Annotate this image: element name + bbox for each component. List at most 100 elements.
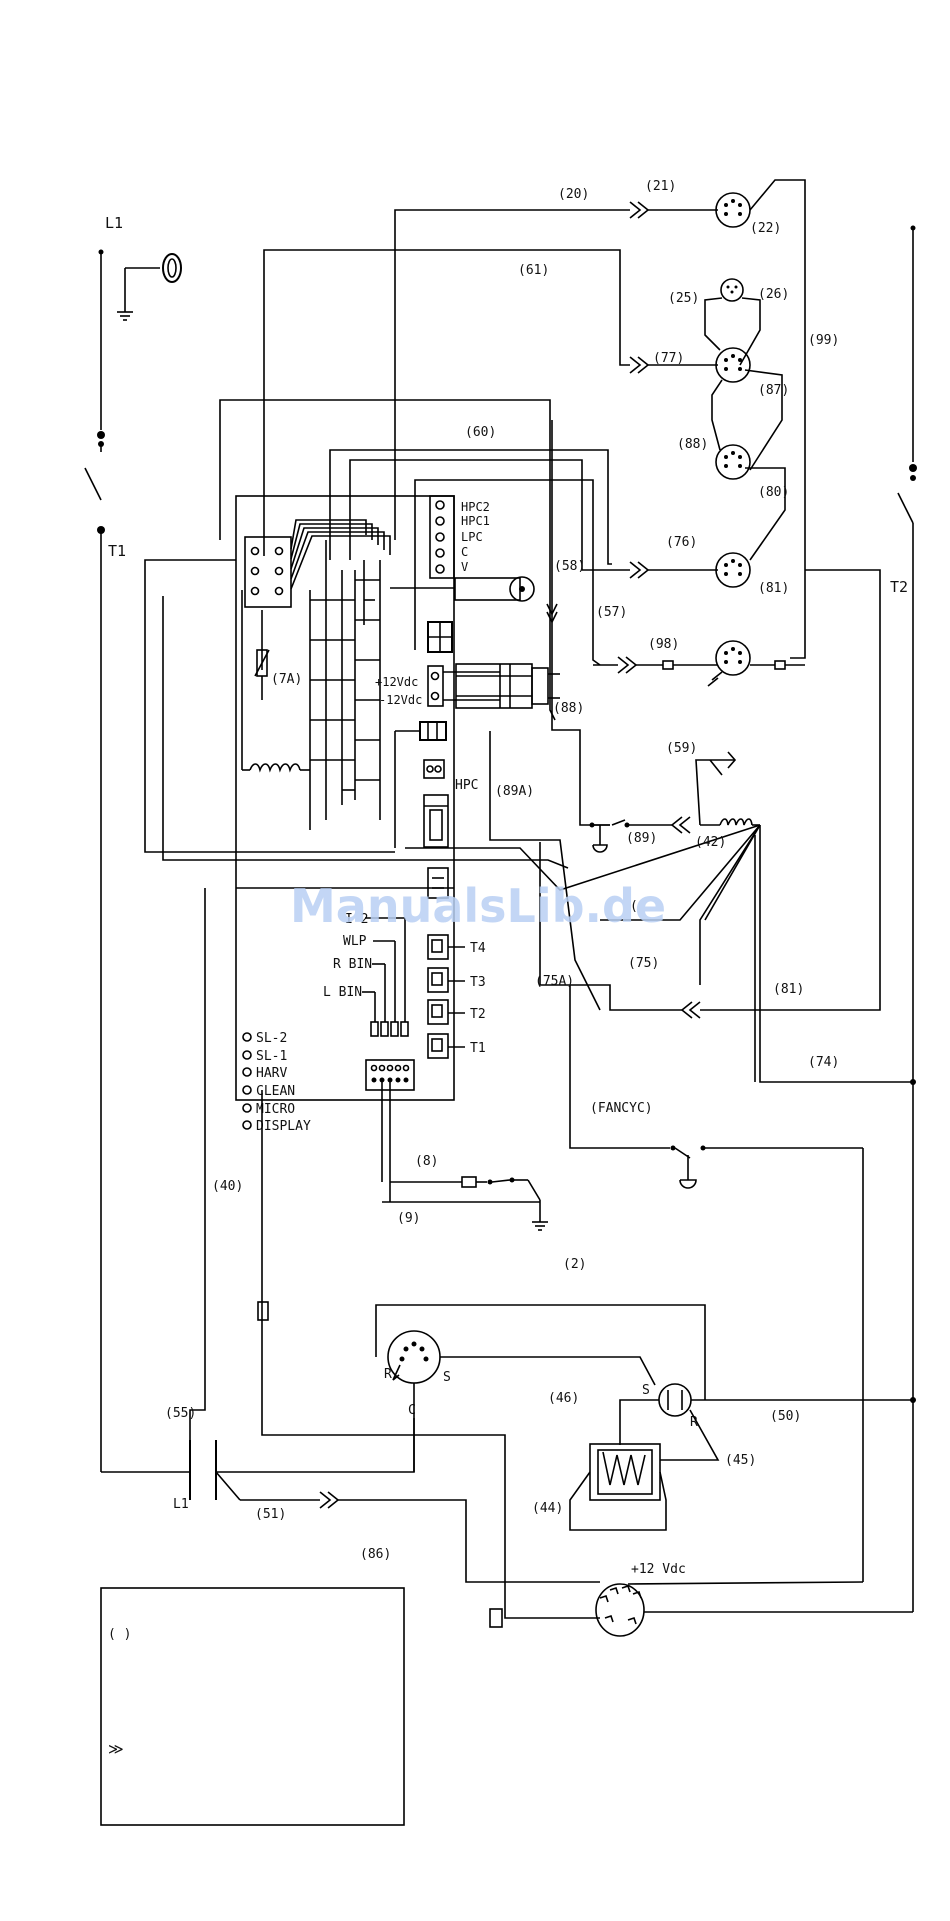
- wire-57-label: (57): [596, 605, 627, 620]
- thermistor-t3: T3: [470, 975, 486, 990]
- contactor-l1: L1: [173, 1440, 600, 1583]
- sensor-r-bin: R BIN: [333, 957, 372, 972]
- compressor-s: S: [443, 1370, 451, 1385]
- relay-s: S: [642, 1383, 650, 1398]
- wire-21-label: (21): [645, 179, 676, 194]
- wire-87-label: (87): [758, 383, 789, 398]
- start-relay: S R: [619, 1383, 913, 1461]
- sensor-wlp: WLP: [343, 934, 367, 949]
- wire-59-label: (59): [666, 741, 697, 756]
- wire-61-label: (61): [518, 263, 549, 278]
- supply-line-l1: [84, 249, 190, 1473]
- wire-partial-label: (: [630, 899, 638, 914]
- wire-8-9-ground: (8) (9): [382, 1154, 548, 1231]
- compressor-c: C: [408, 1403, 416, 1418]
- thermistor-t2: T2: [470, 1007, 486, 1022]
- wire-77-label: (77): [653, 351, 684, 366]
- relay-bank: [244, 519, 391, 830]
- hpc-connector: HPC: [423, 759, 478, 848]
- display-window: [427, 621, 453, 653]
- wire-60-label: (60): [465, 425, 496, 440]
- solenoid-81: [715, 552, 751, 588]
- wire-51-label: (51): [255, 1507, 286, 1522]
- thermistor-connectors: T4 T3 T2 T1: [427, 867, 486, 1059]
- legend-box: ( ) ≫: [100, 1587, 405, 1826]
- voltage-minus-label: -12Vdc: [379, 693, 422, 707]
- contactor-l1-label: L1: [173, 1497, 189, 1512]
- terminal-c: C: [461, 545, 468, 559]
- wire-74-label: (74): [808, 1055, 839, 1070]
- thermistor-t1: T1: [470, 1041, 486, 1056]
- sensor-inputs: I 2 WLP R BIN L BIN: [323, 912, 409, 1037]
- fan-cycle-label: (FANCYC): [590, 1101, 653, 1116]
- thermal-fuse-label: (7A): [271, 672, 302, 687]
- ground-symbol-top: [117, 253, 182, 321]
- control-board: [235, 495, 455, 1101]
- wire-45-label: (45): [725, 1453, 756, 1468]
- probe-plug: [390, 576, 535, 602]
- supply-labels: L1 T1 T2: [105, 214, 908, 596]
- led-sl-1: SL-1: [256, 1049, 287, 1064]
- compressor: R S C: [216, 1304, 706, 1473]
- supply-t2-label: T2: [890, 578, 908, 596]
- small-connector: [394, 721, 447, 848]
- wire-55-label: (55): [165, 1406, 196, 1421]
- compressor-r: R: [384, 1367, 392, 1382]
- legend-connector-symbol: ≫: [108, 1740, 124, 1758]
- supply-t1-label: T1: [108, 542, 126, 560]
- thermistor-t4: T4: [470, 941, 486, 956]
- fan-cycle-switch: (FANCYC): [569, 985, 864, 1582]
- voltage-plus-label: +12Vdc: [375, 675, 418, 689]
- wire-81-top-label: (81): [758, 581, 789, 596]
- wire-labels: (20) (21) (22) (61) (25) (26) (99) (77) …: [165, 179, 839, 1562]
- wire-46-label: (46): [548, 1391, 579, 1406]
- wire-58-label: (58): [554, 559, 585, 574]
- hp-terminal-block: HPC2 HPC1 LPC C V: [429, 495, 490, 579]
- board-coil: [241, 590, 310, 773]
- wire-8-label: (8): [415, 1154, 438, 1169]
- left-bus: [144, 559, 600, 1628]
- solenoid-98: [707, 640, 805, 687]
- watermark: ManualsLib.de: [290, 879, 666, 933]
- wire-50-label: (50): [770, 1409, 801, 1424]
- led-sl-2: SL-2: [256, 1031, 287, 1046]
- sensor-l-bin: L BIN: [323, 985, 362, 1000]
- solenoid-25-26: [704, 278, 761, 366]
- wire-9-label: (9): [397, 1211, 420, 1226]
- terminal-v: V: [461, 560, 468, 574]
- wire-88-mid-label: (88): [553, 701, 584, 716]
- fan-voltage-label: +12 Vdc: [631, 1562, 686, 1577]
- wire-80-label: (80): [758, 485, 789, 500]
- sensor-i2: I 2: [345, 912, 368, 927]
- fan-motor: +12 Vdc: [595, 1562, 913, 1637]
- status-leds: SL-2 SL-1 HARV CLEAN MICRO DISPLAY: [242, 1031, 311, 1134]
- legend-wire-number: ( ): [108, 1627, 131, 1642]
- wire-20-label: (20): [558, 187, 589, 202]
- wire-22-label: (22): [750, 221, 781, 236]
- wire-88-top-label: (88): [677, 437, 708, 452]
- solenoid-22: [715, 179, 806, 659]
- wire-44-label: (44): [532, 1501, 563, 1516]
- terminal-lpc: LPC: [461, 530, 483, 544]
- wire-42-label: (42): [695, 835, 726, 850]
- wire-25-label: (25): [668, 291, 699, 306]
- led-harv: HARV: [256, 1066, 287, 1081]
- led-clean: CLEAN: [256, 1084, 295, 1099]
- wire-26-label: (26): [758, 287, 789, 302]
- wire-86-label: (86): [360, 1547, 391, 1562]
- led-display: DISPLAY: [256, 1119, 311, 1134]
- solenoid-88: [715, 444, 786, 561]
- dc-supply-connector: +12Vdc -12Vdc: [375, 663, 560, 709]
- wire-89a-label: (89A): [495, 784, 534, 799]
- supply-line-t2: [897, 225, 917, 1612]
- solenoid-87: [711, 347, 783, 471]
- thermal-fuse: (7A): [254, 610, 302, 700]
- wire-89-label: (89): [626, 831, 657, 846]
- board-bottom-connector: [365, 1059, 415, 1202]
- terminal-hpc2: HPC2: [461, 500, 490, 514]
- relay-r: R: [690, 1415, 698, 1430]
- top-wiring: [219, 201, 718, 826]
- wire-40-label: (40): [212, 1179, 243, 1194]
- supply-l1-label: L1: [105, 214, 123, 232]
